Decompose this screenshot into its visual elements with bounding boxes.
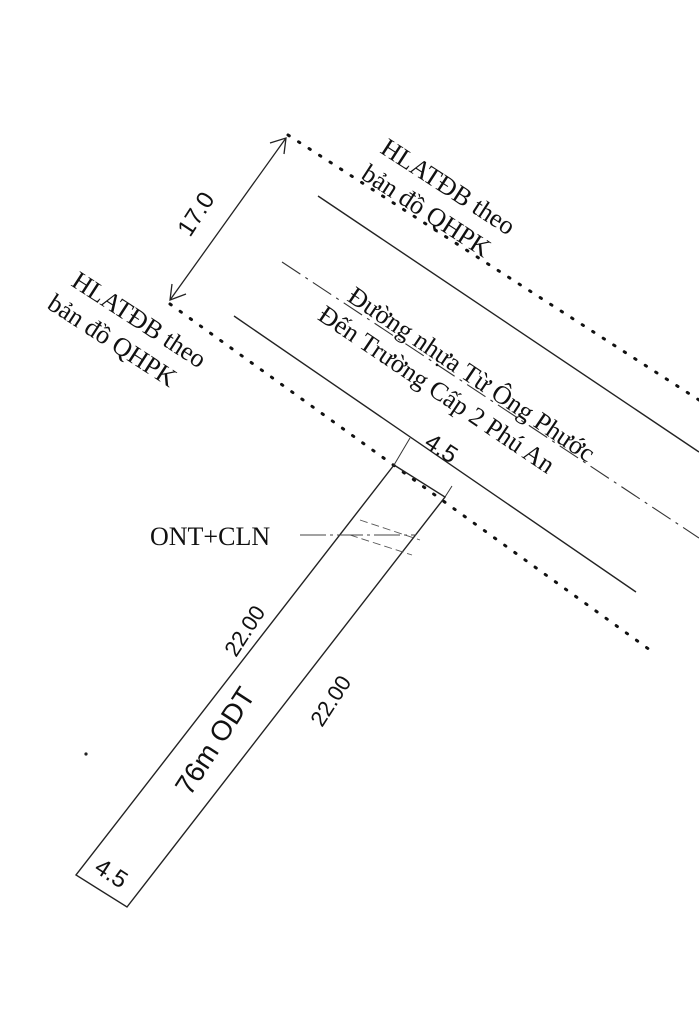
land-use-divider [359,519,421,541]
setback-label-top: HLATĐB theo bản đồ QHPK [357,133,521,263]
road-edge-top [317,195,699,453]
land-plot-outline [74,464,447,908]
road-name-line1: Đường nhựa Từ Ông Phước [343,281,601,468]
right-depth-value: 22.00 [305,671,356,731]
setback-line-top [286,133,699,402]
land-use-divider-2 [349,534,413,556]
survey-point-mark [84,752,88,756]
plot-front-extension-right [444,485,453,498]
road-edge-bottom [233,315,637,593]
road-centerline [281,261,699,539]
setback-line-bottom [168,302,652,652]
front-width-value: 4.5 [420,428,463,469]
setback-width-value: 17.0 [172,187,220,241]
setback-label-left: HLATĐB theo bản đồ QHPK [43,266,212,393]
lot-area-label: 76m ODT [169,682,261,801]
plot-front-extension [393,437,411,466]
setback-dimension-arrow [169,137,287,301]
left-depth-value: 22.00 [219,601,270,661]
road-name-label: Đường nhựa Từ Ông Phước Đến Trường Cấp 2… [313,281,601,479]
land-use-code-label: ONT+CLN [150,522,270,551]
